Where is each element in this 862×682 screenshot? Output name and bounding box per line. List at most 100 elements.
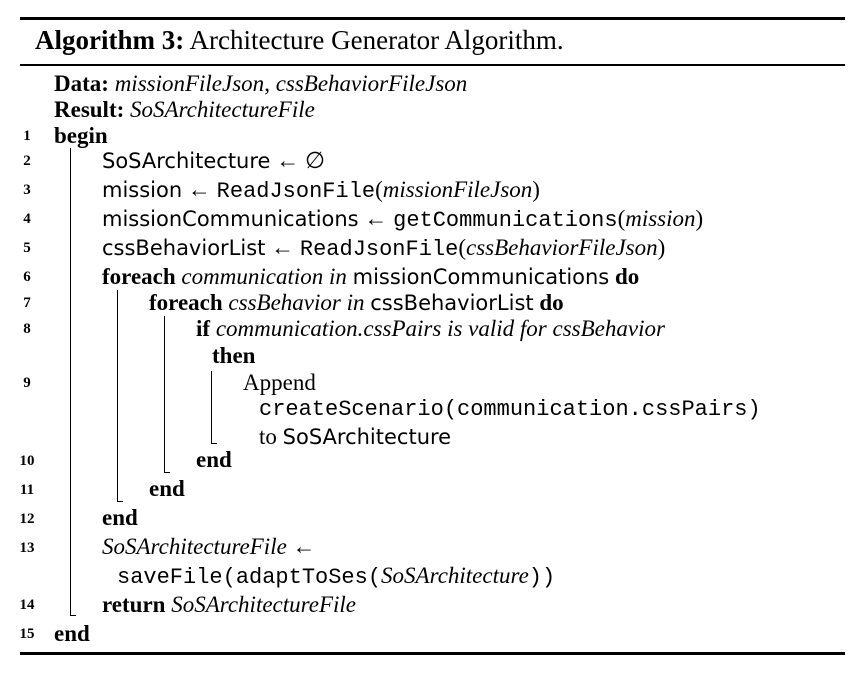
paren: )): [528, 565, 556, 590]
code-line-11: end: [149, 475, 185, 503]
title-rule: [20, 64, 845, 66]
keyword-end: end: [54, 621, 90, 646]
indent-bar-tick: [117, 501, 123, 502]
paren: (: [617, 206, 626, 231]
code-line-1: begin: [54, 122, 108, 150]
assign-arrow: ←: [364, 206, 388, 231]
paren: (: [458, 235, 466, 260]
data-separator: ,: [264, 71, 270, 96]
indent-bar-begin: [70, 148, 71, 616]
indent-bar-outer-foreach: [117, 290, 118, 502]
keyword-in: in: [328, 264, 347, 289]
code-line-9: Append: [243, 369, 316, 397]
line-number: 12: [19, 511, 35, 527]
keyword-return: return: [102, 592, 166, 617]
keyword-foreach: foreach: [149, 290, 223, 315]
keyword-end: end: [149, 476, 185, 501]
assign-arrow: ←: [276, 148, 300, 173]
line-number: 2: [23, 153, 31, 169]
code-line-7: foreach cssBehavior in cssBehaviorList d…: [149, 289, 564, 317]
variable: SoSArchitecture: [102, 149, 271, 173]
to-word: to: [259, 424, 277, 449]
code-line-13-call: saveFile(adaptToSes(SoSArchitecture)): [117, 562, 555, 592]
function-name: ReadJsonFile: [299, 237, 459, 262]
code-line-14: return SoSArchitectureFile: [102, 591, 356, 619]
keyword-do: do: [539, 290, 564, 315]
paren: (: [375, 177, 383, 202]
argument: mission: [625, 206, 696, 231]
iterator: cssBehavior: [228, 290, 341, 315]
data-line: Data: missionFileJson, cssBehaviorFileJs…: [54, 70, 467, 98]
data-input: missionFileJson: [114, 71, 265, 96]
assign-arrow: ←: [271, 235, 295, 260]
line-number: 1: [23, 128, 31, 144]
line-number: 6: [23, 269, 31, 285]
keyword-begin: begin: [54, 123, 108, 148]
keyword-in: in: [346, 290, 365, 315]
data-input: cssBehaviorFileJson: [275, 71, 468, 96]
top-rule: [20, 17, 845, 20]
line-number: 14: [19, 597, 35, 613]
line-number: 3: [23, 182, 31, 198]
function-name: ReadJsonFile: [216, 179, 376, 204]
code-line-9-target: to SoSArchitecture: [259, 423, 451, 451]
empty-set-symbol: ∅: [304, 148, 326, 173]
code-line-5: cssBehaviorList ← ReadJsonFile(cssBehavi…: [102, 234, 665, 264]
code-line-8-then: then: [212, 342, 255, 370]
variable: SoSArchitecture: [282, 425, 452, 449]
line-number: 4: [23, 211, 31, 227]
function-call: saveFile(adaptToSes(: [117, 565, 382, 590]
keyword-end: end: [196, 447, 232, 472]
variable: mission: [102, 178, 183, 202]
assign-arrow: ←: [292, 534, 316, 559]
line-number: 5: [23, 240, 31, 256]
line-number: 10: [19, 453, 35, 469]
keyword-end: end: [102, 505, 138, 530]
code-line-12: end: [102, 504, 138, 532]
keyword-foreach: foreach: [102, 264, 176, 289]
code-line-8: if communication.cssPairs is valid for c…: [196, 315, 665, 343]
assign-arrow: ←: [187, 177, 211, 202]
code-line-9-call: createScenario(communication.cssPairs): [259, 396, 761, 424]
indent-bar-if: [211, 371, 212, 444]
variable: cssBehaviorList: [102, 236, 266, 260]
argument: missionFileJson: [382, 177, 533, 202]
variable: missionCommunications: [102, 207, 359, 231]
bottom-rule: [20, 652, 845, 655]
keyword-if: if: [196, 316, 211, 341]
line-number: 8: [23, 321, 31, 337]
variable: SoSArchitectureFile: [102, 534, 287, 559]
code-line-13: SoSArchitectureFile ←: [102, 533, 316, 561]
result-label: Result:: [54, 97, 125, 122]
code-line-2: SoSArchitecture ← ∅: [102, 147, 325, 175]
result-line: Result: SoSArchitectureFile: [54, 96, 315, 124]
line-number: 11: [19, 482, 35, 498]
code-line-15: end: [54, 620, 90, 648]
paren: ): [695, 206, 704, 231]
function-call: createScenario(communication.cssPairs): [259, 397, 761, 422]
indent-bar-tick: [70, 615, 76, 616]
code-line-3: mission ← ReadJsonFile(missionFileJson): [102, 176, 540, 206]
indent-bar-inner-foreach: [164, 316, 165, 473]
code-line-6: foreach communication in missionCommunic…: [102, 263, 639, 291]
indent-bar-tick: [164, 472, 170, 473]
result-value: SoSArchitectureFile: [130, 97, 315, 122]
return-value: SoSArchitectureFile: [171, 592, 356, 617]
code-line-10: end: [196, 446, 232, 474]
argument: SoSArchitecture: [381, 563, 529, 588]
paren: ): [532, 177, 540, 202]
line-number: 7: [23, 295, 31, 311]
collection: missionCommunications: [352, 265, 610, 289]
algorithm-title: Algorithm 3: Architecture Generator Algo…: [35, 23, 564, 57]
argument: cssBehaviorFileJson: [466, 235, 658, 260]
algorithm-name: Architecture Generator Algorithm.: [189, 25, 564, 55]
keyword-do: do: [615, 264, 640, 289]
condition: communication.cssPairs is valid for cssB…: [215, 316, 665, 341]
code-line-4: missionCommunications ← getCommunication…: [102, 205, 703, 235]
iterator: communication: [181, 264, 324, 289]
collection: cssBehaviorList: [370, 291, 534, 315]
append-word: Append: [243, 370, 316, 395]
function-name: getCommunications: [393, 208, 618, 233]
indent-bar-tick: [211, 443, 217, 444]
algorithm-number: Algorithm 3:: [35, 25, 185, 55]
